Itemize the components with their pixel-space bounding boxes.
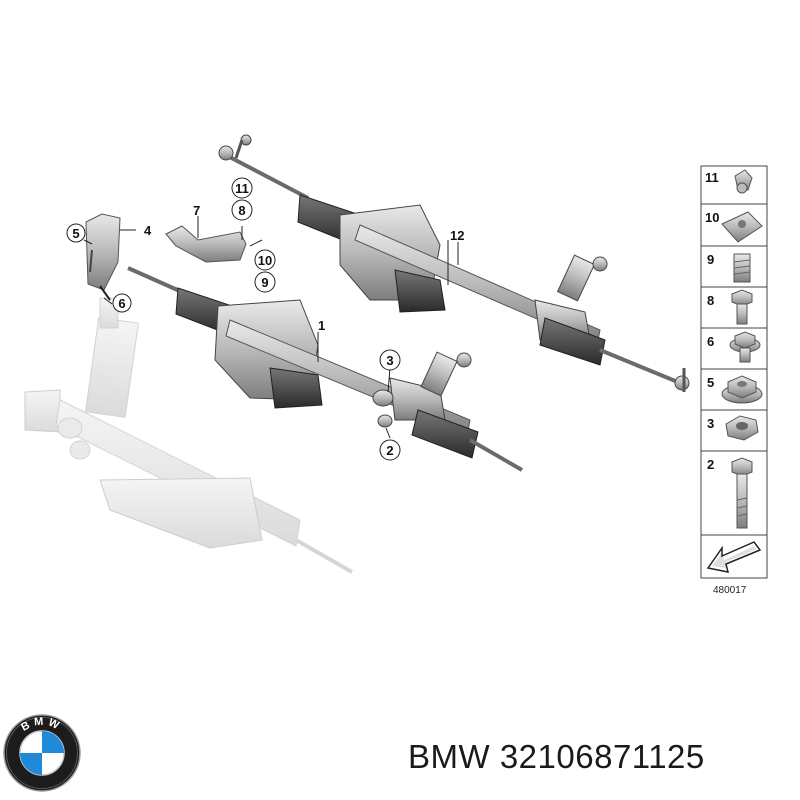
steering-rack-lower <box>127 266 523 472</box>
callout-1: 1 <box>318 318 325 333</box>
diagram-code: 480017 <box>713 585 747 596</box>
callout-11: 11 <box>231 177 253 199</box>
legend-label-5: 5 <box>707 375 714 390</box>
bracket-part-4 <box>85 213 136 301</box>
callout-6: 6 <box>112 293 132 313</box>
callout-9: 9 <box>254 271 276 293</box>
callout-2: 2 <box>379 439 401 461</box>
bolt-long-icon <box>731 457 753 529</box>
svg-text:11: 11 <box>235 181 249 196</box>
legend-label-8: 8 <box>707 293 714 308</box>
svg-text:5: 5 <box>72 226 79 241</box>
bmw-logo: BMW <box>3 714 81 792</box>
hex-nut-icon <box>725 415 759 441</box>
legend-label-6: 6 <box>707 334 714 349</box>
part-caption: BMW 32106871125 <box>408 738 705 776</box>
heat-shield-part-7 <box>165 216 263 263</box>
callout-10: 10 <box>254 249 276 271</box>
legend-label-11: 11 <box>705 170 719 185</box>
callout-8: 8 <box>231 199 253 221</box>
callout-7: 7 <box>193 203 200 218</box>
legend-label-2: 2 <box>707 457 714 472</box>
svg-text:6: 6 <box>118 296 125 311</box>
bolt-short-icon <box>731 289 753 325</box>
svg-text:9: 9 <box>261 275 268 290</box>
svg-text:10: 10 <box>258 253 272 268</box>
callout-4: 4 <box>144 223 152 238</box>
callout-3: 3 <box>379 349 401 371</box>
fastener-legend: 11 10 9 8 6 5 <box>700 165 768 596</box>
threaded-sleeve-icon <box>733 253 751 283</box>
legend-label-3: 3 <box>707 416 714 431</box>
svg-text:3: 3 <box>386 353 393 368</box>
brand-name: BMW <box>408 738 491 775</box>
part-number: 32106871125 <box>499 738 705 775</box>
svg-text:8: 8 <box>238 203 245 218</box>
steering-rack-upper <box>218 134 690 392</box>
clip-icon <box>734 169 753 194</box>
leader-lines <box>83 226 459 439</box>
flange-nut-icon <box>721 375 763 404</box>
speed-nut-icon <box>721 211 763 243</box>
flange-bolt-icon <box>729 331 761 363</box>
svg-text:2: 2 <box>386 443 393 458</box>
legend-label-10: 10 <box>705 210 719 225</box>
callout-5: 5 <box>66 223 86 243</box>
callout-12: 12 <box>450 228 464 243</box>
direction-arrow-icon <box>706 541 762 573</box>
legend-label-9: 9 <box>707 252 714 267</box>
